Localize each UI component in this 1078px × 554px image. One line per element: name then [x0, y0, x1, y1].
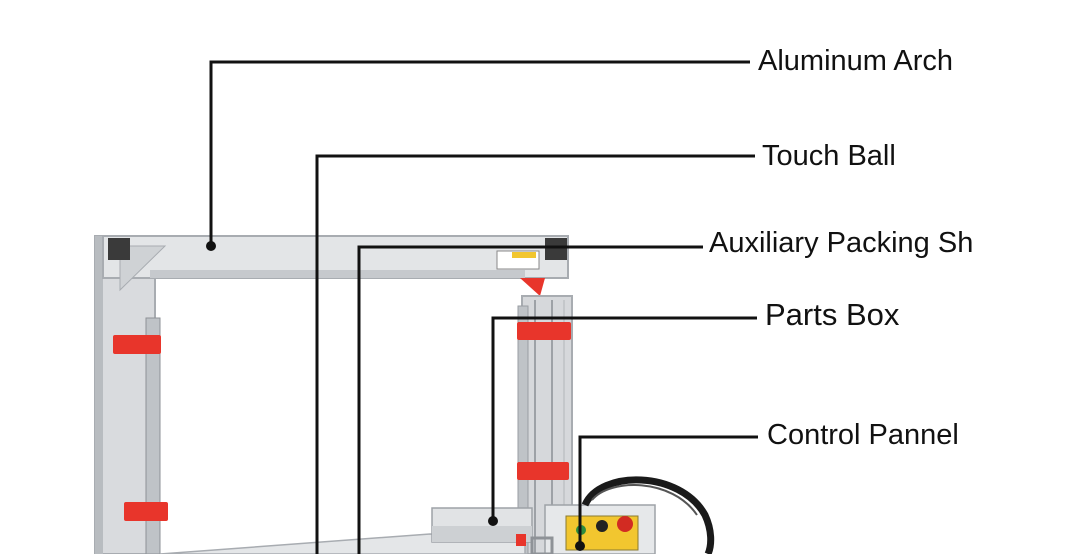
power-cable	[581, 476, 715, 554]
red-clamp-left-lower	[124, 502, 168, 521]
warning-sticker-stripe	[512, 252, 536, 258]
top-arch-lower-edge	[150, 270, 525, 278]
leader-line-aluminum-arch	[209, 60, 750, 246]
red-clamp-right-lower	[517, 462, 569, 480]
callout-auxiliary-packing-shaft: Auxiliary Packing Sh	[709, 229, 974, 258]
red-clamp-right-upper	[517, 322, 571, 340]
leader-line-auxiliary-shaft	[357, 245, 703, 554]
callout-control-pannel: Control Pannel	[767, 419, 959, 451]
callout-aluminum-arch: Aluminum Arch	[758, 45, 954, 77]
parts-box-front	[432, 526, 532, 542]
leader-dot-control-pannel	[575, 541, 585, 551]
corner-bracket-right	[545, 238, 567, 260]
corner-bracket-left	[108, 238, 130, 260]
callout-touch-ball: Touch Ball	[762, 140, 896, 172]
base-red-accent	[516, 534, 526, 546]
power-cable-highlight	[591, 484, 698, 516]
left-post-shadow	[95, 236, 103, 554]
black-knob	[596, 520, 608, 532]
leader-dot-aluminum-arch	[206, 241, 216, 251]
emergency-stop-button	[617, 516, 633, 532]
red-clamp-left-upper	[113, 335, 161, 354]
left-post-inner-channel	[145, 317, 161, 554]
leader-line-touch-ball	[315, 154, 755, 554]
control-panel-handle	[530, 536, 554, 554]
rear-post	[517, 305, 529, 554]
arch-left-corner-brace	[119, 245, 167, 292]
leader-line-control-pannel	[578, 435, 758, 546]
leader-dot-parts-box	[488, 516, 498, 526]
right-corner-red-guide	[520, 278, 545, 296]
leader-line-parts-box	[491, 316, 757, 521]
callout-parts-box: Parts Box	[765, 297, 900, 332]
